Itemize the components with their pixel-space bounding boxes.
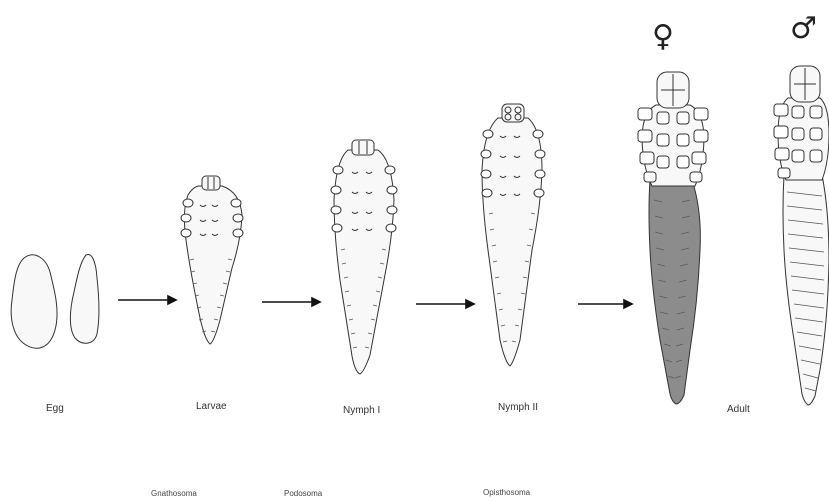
region-label-opisthosoma: Opisthosoma [483, 488, 530, 497]
egg-illustration [11, 254, 99, 348]
arrow-nymph2-to-adult [578, 300, 632, 308]
egg-right [70, 254, 99, 343]
arrow-larvae-to-nymph1 [262, 298, 320, 306]
egg-left [11, 255, 57, 348]
female-symbol: ♀ [652, 22, 674, 52]
arrow-nymph1-to-nymph2 [416, 300, 474, 308]
nymph1-illustration [331, 140, 397, 374]
region-label-gnathosoma: Gnathosoma [151, 489, 197, 498]
stage-label-adult: Adult [727, 404, 750, 415]
stage-label-nymph2: Nymph II [498, 402, 538, 413]
larvae-gnathosoma [202, 176, 220, 190]
nymph1-gnathosoma [352, 140, 374, 155]
stage-label-egg: Egg [46, 403, 64, 414]
arrow-egg-to-larvae [118, 296, 176, 304]
stage-label-nymph1: Nymph I [343, 405, 380, 416]
adult-male-illustration [774, 66, 829, 405]
adult-female-illustration [638, 72, 708, 404]
adult-female-opisthosoma [649, 180, 700, 404]
adult-male-gnathosoma [790, 66, 820, 102]
male-symbol: ♂ [790, 14, 817, 44]
nymph2-gnathosoma [502, 104, 524, 122]
region-label-podosoma: Podosoma [284, 489, 322, 498]
adult-male-opisthosoma [783, 175, 829, 405]
adult-female-gnathosoma [657, 72, 689, 108]
stage-label-larvae: Larvae [196, 401, 227, 412]
larvae-illustration [181, 176, 243, 344]
nymph2-illustration [481, 104, 545, 366]
